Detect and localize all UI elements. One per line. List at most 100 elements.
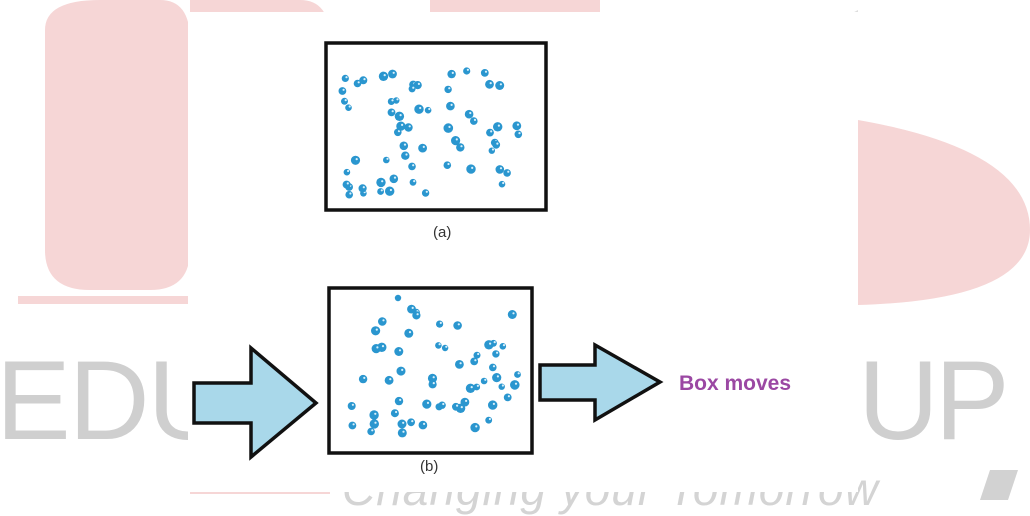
particle-dot xyxy=(492,140,501,149)
particle-highlight xyxy=(396,98,399,101)
particle-highlight xyxy=(491,148,495,151)
watermark-red-half-circle xyxy=(858,120,1030,305)
watermark-red-underline-top xyxy=(18,296,218,304)
particle-dot xyxy=(428,380,437,389)
particle-highlight xyxy=(432,376,435,379)
particle-dot xyxy=(369,410,379,420)
particle-highlight xyxy=(392,71,395,74)
particle-dot xyxy=(514,130,523,139)
particle-highlight xyxy=(496,142,499,145)
particle-highlight xyxy=(363,376,366,379)
particle-dot xyxy=(435,342,442,349)
particle-dot xyxy=(480,69,489,77)
particle-highlight xyxy=(488,417,491,421)
watermark-up-text: UP xyxy=(858,338,1010,463)
particle-dot xyxy=(342,180,351,189)
particle-dot xyxy=(384,375,394,385)
particle-highlight xyxy=(347,169,350,173)
particle-highlight xyxy=(473,118,477,121)
particle-dot xyxy=(510,380,520,390)
particle-dot xyxy=(422,399,432,409)
particle-highlight xyxy=(391,110,394,113)
particle-dot xyxy=(348,421,357,430)
particle-highlight xyxy=(425,190,428,193)
particle-highlight xyxy=(411,306,414,309)
particle-dot xyxy=(385,186,395,196)
particle-dot xyxy=(409,178,417,186)
particle-dot xyxy=(480,377,488,385)
particle-highlight xyxy=(351,403,354,406)
particle-dot xyxy=(378,71,389,82)
particle-dot xyxy=(495,165,505,174)
particle-dot xyxy=(376,177,386,188)
particle-highlight xyxy=(423,422,426,425)
particle-highlight xyxy=(344,99,347,102)
particle-highlight xyxy=(471,166,474,169)
particle-highlight xyxy=(489,342,492,345)
particle-dot xyxy=(424,106,432,114)
particle-highlight xyxy=(412,164,415,167)
particle-dot xyxy=(413,81,422,90)
particle-dot xyxy=(484,340,494,350)
particle-highlight xyxy=(469,111,472,115)
particle-highlight xyxy=(499,167,503,170)
particle-highlight xyxy=(381,180,384,183)
particle-highlight xyxy=(457,323,460,326)
particle-dot xyxy=(399,141,409,151)
particle-highlight xyxy=(419,106,422,110)
particle-dot xyxy=(456,143,465,152)
particle-dot xyxy=(412,311,421,320)
particle-highlight xyxy=(402,421,405,424)
particle-dot xyxy=(421,189,430,197)
particle-highlight xyxy=(399,398,402,401)
particle-highlight xyxy=(465,399,468,402)
particle-dot xyxy=(414,104,424,114)
box-moves-label: Box moves xyxy=(679,372,792,395)
particle-dot xyxy=(396,366,406,376)
particle-dot xyxy=(444,85,452,94)
particle-dot xyxy=(371,344,381,354)
particle-dot xyxy=(507,310,517,319)
particle-highlight xyxy=(416,313,419,316)
particle-highlight xyxy=(470,386,473,389)
particle-dot xyxy=(394,111,405,122)
particle-dot xyxy=(498,383,505,390)
particle-dot xyxy=(492,350,500,358)
particle-highlight xyxy=(459,362,462,365)
particle-highlight xyxy=(348,105,351,108)
particle-highlight xyxy=(502,181,505,185)
particle-dot xyxy=(388,69,397,79)
particle-dot xyxy=(443,123,454,133)
particle-dot xyxy=(387,108,396,117)
particle-dot xyxy=(503,393,512,402)
particle-highlight xyxy=(371,429,374,432)
particle-dot xyxy=(427,373,438,383)
particle-highlight xyxy=(374,421,377,424)
particle-dot xyxy=(404,123,413,132)
particle-dot xyxy=(453,321,462,330)
particle-dot xyxy=(460,397,470,407)
particle-highlight xyxy=(383,74,386,77)
particle-highlight xyxy=(408,125,411,128)
particle-highlight xyxy=(363,78,366,81)
particle-dot xyxy=(367,427,375,436)
particle-highlight xyxy=(484,70,488,73)
particle-dot xyxy=(369,419,379,429)
particle-highlight xyxy=(497,124,500,127)
particle-dot xyxy=(493,122,503,132)
particle-dot xyxy=(394,347,404,356)
particle-dot xyxy=(407,418,415,427)
particle-highlight xyxy=(357,81,360,84)
particle-highlight xyxy=(355,158,358,161)
particle-highlight xyxy=(477,352,480,356)
particle-dot xyxy=(495,81,505,90)
particle-highlight xyxy=(516,123,520,126)
particle-highlight xyxy=(417,82,420,85)
particle-dot xyxy=(377,188,384,195)
container-box-a xyxy=(324,41,548,212)
particle-dot xyxy=(446,101,455,111)
particle-highlight xyxy=(395,410,398,414)
particle-highlight xyxy=(514,382,518,385)
particle-dot xyxy=(418,420,428,430)
